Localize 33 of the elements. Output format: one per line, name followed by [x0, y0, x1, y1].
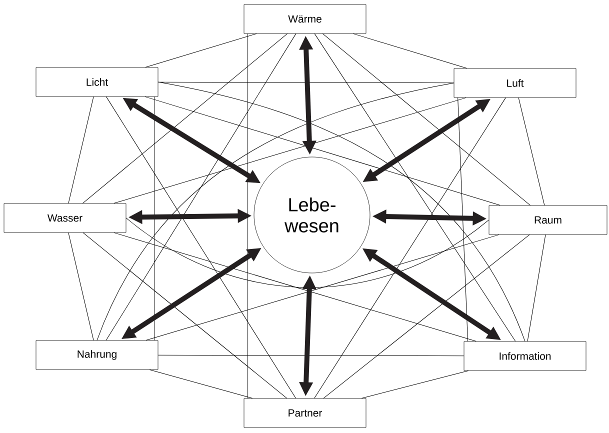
- label-box: Nahrung: [36, 340, 158, 370]
- connector-line: [314, 33, 516, 342]
- connector-line: [68, 232, 94, 341]
- connector-line: [352, 33, 468, 69]
- connector-line: [82, 232, 288, 399]
- label-box: Luft: [454, 68, 576, 98]
- label-box: Licht: [36, 67, 158, 97]
- connector-line: [114, 97, 466, 204]
- connector-line: [314, 97, 506, 399]
- connector-line: [146, 234, 500, 341]
- label-box: Information: [464, 341, 586, 371]
- connector-line: [322, 33, 530, 206]
- connector-line: [144, 96, 500, 206]
- label-box: Wärme: [244, 4, 366, 34]
- connector-line: [145, 33, 257, 68]
- connector-line: [149, 369, 253, 399]
- connector-line: [96, 82, 454, 341]
- connector-line: [82, 33, 288, 204]
- label-box: Raum: [488, 205, 608, 235]
- connector-line: [518, 97, 545, 206]
- connector-line: [158, 354, 464, 356]
- label-box: Wasser: [4, 203, 126, 233]
- connector-line: [106, 33, 296, 341]
- connector-line: [114, 232, 476, 342]
- connector-line: [527, 234, 546, 342]
- label-box: Partner: [244, 398, 366, 428]
- connector-line: [158, 82, 526, 342]
- connector-line: [68, 96, 94, 204]
- connector-line: [458, 97, 468, 342]
- connector-line: [126, 218, 490, 288]
- connector-line: [106, 96, 296, 399]
- connector-line: [361, 370, 469, 399]
- connector-line: [323, 234, 530, 399]
